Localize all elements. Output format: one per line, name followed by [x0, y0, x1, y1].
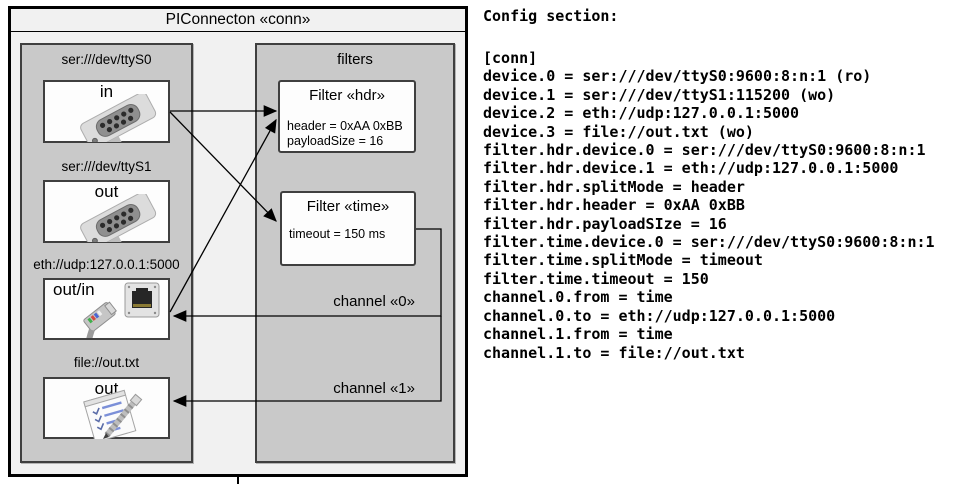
filter-hdr-attr-header: header = 0xAA 0xBB	[287, 119, 403, 133]
config-line: channel.1.from = time	[483, 325, 673, 344]
device-uri-eth: eth://udp:127.0.0.1:5000	[33, 257, 180, 272]
filter-time-box: Filter «time» timeout = 150 ms	[280, 191, 416, 266]
filter-hdr-title: Filter «hdr»	[309, 87, 385, 104]
config-line: filter.time.device.0 = ser:///dev/ttyS0:…	[483, 233, 935, 252]
filters-panel: filters Filter «hdr» header = 0xAA 0xBB …	[255, 43, 455, 463]
device-box-ttys1: out	[43, 180, 170, 243]
device-port-label: out	[94, 182, 119, 201]
filters-panel-title: filters	[337, 51, 373, 68]
config-line: filter.time.timeout = 150	[483, 269, 709, 288]
diagram-title: PIConnecton «conn»	[11, 9, 465, 32]
filter-hdr-box: Filter «hdr» header = 0xAA 0xBB payloadS…	[278, 80, 416, 153]
device-box-eth: out/in	[43, 278, 170, 340]
config-line: channel.0.from = time	[483, 288, 673, 307]
devices-panel: ser:///dev/ttyS0 in	[20, 43, 193, 463]
filter-time-attr-timeout: timeout = 150 ms	[289, 227, 386, 241]
ethernet-connector-icon	[83, 282, 160, 338]
device-box-file: out	[43, 377, 170, 439]
channel-1-label: channel «1»	[333, 380, 415, 397]
config-line: filter.hdr.header = 0xAA 0xBB	[483, 196, 745, 215]
config-line: device.0 = ser:///dev/ttyS0:9600:8:n:1 (…	[483, 67, 872, 86]
diagram-bottom-tick	[237, 477, 239, 484]
piconnecton-diagram: PIConnecton «conn» ser:///dev/ttyS0 in	[8, 6, 468, 484]
device-port-label: in	[99, 82, 114, 101]
config-line: channel.1.to = file://out.txt	[483, 343, 745, 362]
config-line: channel.0.to = eth://udp:127.0.0.1:5000	[483, 306, 836, 325]
config-line: filter.hdr.splitMode = header	[483, 177, 745, 196]
config-line: filter.hdr.device.0 = ser:///dev/ttyS0:9…	[483, 141, 926, 160]
device-uri-ttys0: ser:///dev/ttyS0	[61, 52, 152, 67]
config-line: device.3 = file://out.txt (wo)	[483, 122, 754, 141]
channel-0-label: channel «0»	[333, 293, 415, 310]
filter-time-title: Filter «time»	[306, 198, 390, 215]
config-line: device.1 = ser:///dev/ttyS1:115200 (wo)	[483, 85, 836, 104]
device-uri-file: file://out.txt	[73, 355, 140, 370]
config-line: [conn]	[483, 49, 538, 67]
filter-hdr-attr-payloadsize: payloadSize = 16	[287, 134, 384, 148]
config-line: device.2 = eth://udp:127.0.0.1:5000	[483, 104, 800, 123]
config-section: Config section: [conn] device.0 = ser://…	[483, 7, 961, 362]
device-box-ttys0: in	[43, 80, 170, 143]
config-line: filter.hdr.device.1 = eth://udp:127.0.0.…	[483, 159, 899, 178]
serial-connector-icon	[80, 94, 157, 142]
notepad-icon	[83, 389, 143, 439]
config-heading: Config section:	[483, 7, 619, 25]
config-line: filter.time.splitMode = timeout	[483, 251, 763, 270]
serial-connector-icon	[80, 194, 157, 242]
device-uri-ttys1: ser:///dev/ttyS1	[61, 159, 152, 174]
device-port-label: out/in	[53, 280, 95, 299]
config-line: filter.hdr.payloadSIze = 16	[483, 214, 727, 233]
config-lines: [conn] device.0 = ser:///dev/ttyS0:9600:…	[483, 49, 961, 362]
